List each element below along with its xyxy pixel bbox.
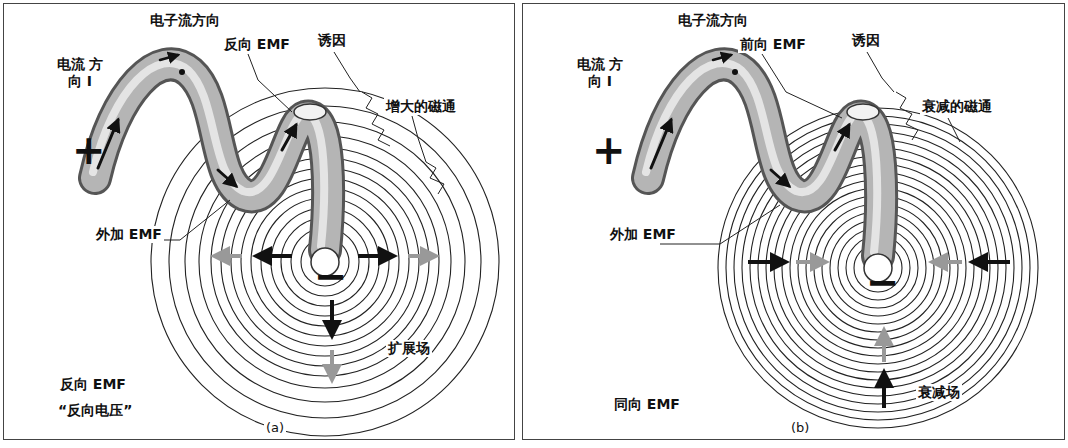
annotation: 外加 EMF — [94, 226, 164, 243]
annotation: 外加 EMF — [608, 226, 678, 243]
coil-a — [93, 55, 339, 276]
polarity-sign: − — [314, 258, 348, 294]
coil-b — [646, 55, 892, 282]
annotation: 增大的磁通 — [384, 98, 458, 115]
annotation: 衰减的磁通 — [920, 98, 994, 115]
annotation: 电子流方向 — [148, 12, 222, 29]
field-arrows-a — [214, 256, 436, 380]
annotation: “反向电压” — [56, 402, 134, 419]
annotation: 电流 方向 I — [572, 56, 628, 90]
annotation: 电子流方向 — [676, 12, 750, 29]
annotation: 同向 EMF — [612, 396, 682, 413]
polarity-sign: + — [592, 132, 626, 168]
annotation: 衰减场 — [916, 384, 962, 401]
field-arrows-b — [748, 262, 1010, 408]
annotation: 诱因 — [850, 32, 882, 49]
annotation: 前向 EMF — [738, 36, 808, 53]
polarity-sign: − — [866, 264, 900, 300]
panel-label: (b) — [789, 420, 811, 435]
leader-lines — [135, 52, 960, 244]
annotation: 电流 方向 I — [52, 56, 108, 90]
annotation: 反向 EMF — [222, 36, 292, 53]
annotation: 反向 EMF — [58, 376, 128, 393]
annotation: 扩展场 — [386, 340, 432, 357]
annotation: 诱因 — [316, 32, 348, 49]
polarity-sign: + — [72, 132, 106, 168]
panel-label: (a) — [264, 420, 286, 435]
